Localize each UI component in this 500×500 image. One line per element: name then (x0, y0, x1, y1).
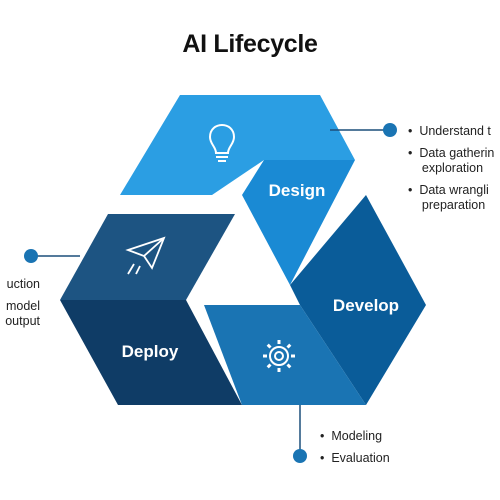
develop-callout-list: • Modeling • Evaluation (320, 429, 390, 473)
deploy-segment-light (60, 214, 235, 300)
stage-label-design: Design (269, 181, 326, 200)
develop-connector-dot (293, 449, 307, 463)
deploy-segment (60, 214, 242, 405)
design-callout-item: • Understand t (408, 124, 491, 138)
deploy-segment-dark (60, 300, 242, 405)
lightbulb-icon (208, 124, 236, 162)
deploy-callout-item: uction (6, 277, 40, 291)
design-segment-facet (242, 160, 355, 285)
develop-segment (204, 195, 426, 405)
design-callout-list: • Understand t • Data gatherin explorati… (408, 124, 494, 220)
gear-icon (263, 340, 295, 372)
deploy-connector-dot (24, 249, 38, 263)
paper-plane-icon (125, 236, 166, 275)
design-callout-item: • Data gatherin exploration (408, 146, 495, 175)
design-segment-light (120, 95, 355, 195)
develop-callout-item: • Modeling (320, 429, 383, 443)
develop-callout-item: • Evaluation (320, 451, 390, 465)
develop-segment-light (204, 305, 366, 405)
diagram-title: AI Lifecycle (182, 30, 318, 58)
stage-label-deploy: Deploy (122, 342, 179, 361)
develop-segment-facet (290, 195, 426, 405)
design-callout-item: • Data wrangli preparation (408, 183, 489, 212)
stage-label-develop: Develop (333, 296, 399, 315)
design-segment (120, 95, 355, 285)
design-connector-dot (383, 123, 397, 137)
